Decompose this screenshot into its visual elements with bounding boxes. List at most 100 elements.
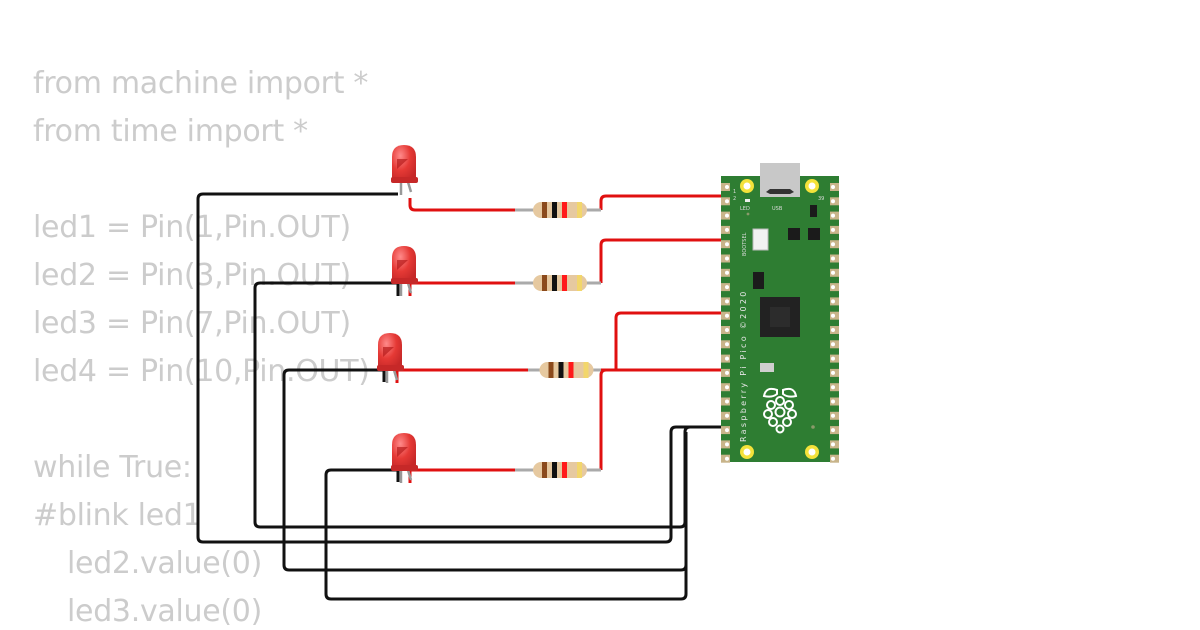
led-anode-leg xyxy=(406,181,413,193)
mount-hole-center xyxy=(808,182,816,190)
pin-hole xyxy=(725,442,729,447)
resistor-r3[interactable] xyxy=(528,362,601,378)
led-dome xyxy=(392,246,416,282)
pin-hole xyxy=(725,270,729,275)
resistor-band-red xyxy=(562,275,567,291)
signal-wire-r4-pico[interactable] xyxy=(599,368,607,470)
signal-wire-led1[interactable] xyxy=(408,198,515,212)
pin-hole xyxy=(725,356,729,361)
led-anode-leg xyxy=(406,282,413,294)
pin-hole xyxy=(831,285,835,290)
resistor-band-gold xyxy=(577,202,582,218)
pin-hole xyxy=(725,227,729,232)
code-line: led2 = Pin(3,Pin.OUT) xyxy=(33,258,351,293)
pin-hole xyxy=(725,456,729,461)
raspberry-pi-pico[interactable]: 1 2 39 LED USB BOOTSEL Raspberry Pi Pico… xyxy=(721,163,839,463)
signal-wire-r1-pico[interactable] xyxy=(599,194,728,210)
pin1-label: 1 xyxy=(733,189,736,195)
resistor-r4[interactable] xyxy=(515,462,601,478)
pin-hole xyxy=(831,185,835,189)
signal-wire-r2-pico[interactable] xyxy=(599,238,728,283)
flash-chip-dots xyxy=(770,307,790,327)
bootsel-label: BOOTSEL xyxy=(742,232,748,256)
pin-hole xyxy=(831,399,835,404)
signal-wire-pico-gp[interactable] xyxy=(614,311,728,370)
pin-hole xyxy=(831,199,835,204)
usb-port-icon xyxy=(766,189,794,194)
led-led1[interactable] xyxy=(391,145,418,195)
pin-hole xyxy=(831,270,835,275)
ground-wire-led1[interactable] xyxy=(196,192,728,544)
pin-hole xyxy=(831,342,835,347)
pin-hole xyxy=(725,185,729,189)
led-rim xyxy=(391,177,418,183)
led-anode-leg xyxy=(406,469,413,481)
led-anode-leg xyxy=(392,369,399,381)
resistor-band-red xyxy=(568,362,574,378)
resistor-band-black xyxy=(552,202,557,218)
led-rim xyxy=(391,278,418,284)
pin-hole xyxy=(831,242,835,247)
resistor-band-gold xyxy=(583,362,589,378)
pin-hole xyxy=(725,385,729,390)
pin-hole xyxy=(831,385,835,390)
pin-hole xyxy=(725,399,729,404)
regulator-chip xyxy=(753,272,764,289)
pin-hole xyxy=(831,370,835,375)
pin-hole xyxy=(725,342,729,347)
pin-hole xyxy=(725,285,729,290)
pin-hole xyxy=(831,299,835,304)
chip-small-3 xyxy=(808,228,820,240)
resistor-r1[interactable] xyxy=(515,202,601,218)
pin-hole xyxy=(725,313,729,318)
pin-hole xyxy=(831,227,835,232)
pin-hole xyxy=(725,328,729,332)
chip-small-2 xyxy=(788,228,800,240)
silkscreen-label: Raspberry Pi Pico ©2020 xyxy=(739,289,748,442)
code-line: led3.value(0) xyxy=(67,594,262,629)
mount-hole-center xyxy=(743,448,751,456)
pin-hole xyxy=(725,199,729,204)
resistor-band-red xyxy=(562,462,567,478)
led-dome xyxy=(392,433,416,469)
code-line: led2.value(0) xyxy=(67,546,262,581)
ground-wire-led2[interactable] xyxy=(253,281,728,529)
resistor-r2[interactable] xyxy=(515,275,601,291)
pin-hole xyxy=(725,213,729,218)
ground-wire-led4[interactable] xyxy=(324,468,688,601)
code-line: #blink led1 xyxy=(33,498,202,533)
chip-small-1 xyxy=(810,205,817,217)
pin-hole xyxy=(831,413,835,418)
code-line: from time import * xyxy=(33,114,308,149)
mount-hole-center xyxy=(808,448,816,456)
led-rim xyxy=(391,465,418,471)
signal-wire-led3[interactable] xyxy=(395,368,528,383)
led-led2[interactable] xyxy=(391,246,418,296)
resistor-band-red xyxy=(562,202,567,218)
pin2-label: 2 xyxy=(733,196,736,202)
pin-hole xyxy=(831,313,835,318)
signal-wires xyxy=(395,194,728,483)
resistor-band-brown xyxy=(542,275,547,291)
crystal xyxy=(760,363,774,372)
signal-wire-led2[interactable] xyxy=(408,281,515,296)
led-led3[interactable] xyxy=(377,333,404,383)
resistor-band-gold xyxy=(577,275,582,291)
code-line: led1 = Pin(1,Pin.OUT) xyxy=(33,210,351,245)
pin-hole xyxy=(831,256,835,261)
mount-hole-center xyxy=(743,182,751,190)
led-led4[interactable] xyxy=(391,433,418,483)
resistor-band-brown xyxy=(542,462,547,478)
bootsel-button[interactable] xyxy=(752,228,769,251)
led-die xyxy=(397,260,408,270)
resistor-band-brown xyxy=(548,362,554,378)
test-point xyxy=(811,425,815,429)
led-label: LED xyxy=(740,206,750,212)
signal-wire-led4[interactable] xyxy=(408,468,515,483)
pin-hole xyxy=(831,456,835,461)
led-die xyxy=(383,347,394,357)
pin-hole xyxy=(725,299,729,304)
pin-hole xyxy=(725,256,729,261)
led-dome xyxy=(378,333,402,369)
